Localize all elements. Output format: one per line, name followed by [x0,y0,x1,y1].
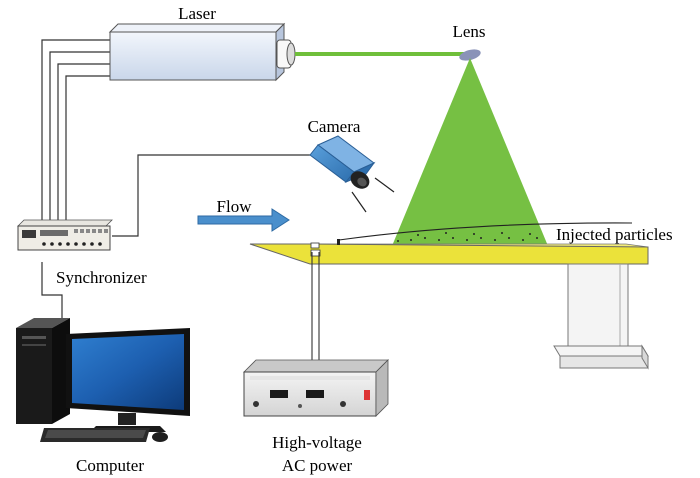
lens-label: Lens [452,22,485,41]
computer-label: Computer [76,456,144,475]
laser-head-icon [108,22,296,82]
synchronizer-device-icon [17,219,113,251]
laser-label: Laser [178,4,216,23]
injected-particles-label: Injected particles [556,225,673,244]
flow-arrow-icon [197,208,290,232]
desktop-computer-icon [16,318,190,442]
camera-trigger-cable [112,154,310,237]
plate [249,243,649,265]
support-stand [553,263,649,370]
electrode-buried [310,249,321,257]
power-label-line1: High-voltage [272,433,362,452]
flow-label: Flow [217,197,253,216]
camera-label: Camera [308,117,361,136]
power-supply-icon [243,359,389,417]
camera-icon [309,135,395,213]
electrode-exposed [310,242,320,249]
power-label-line2: AC power [282,456,353,475]
synchronizer-label: Synchronizer [56,268,147,287]
lens-icon [459,49,481,61]
light-sheet [392,58,548,246]
electrode-marker [337,239,340,245]
computer-cable [41,262,63,322]
laser-trigger-cables [41,39,110,228]
particle-injection-line [338,222,633,241]
seeded-particles [397,232,538,242]
high-voltage-cables [311,252,320,360]
